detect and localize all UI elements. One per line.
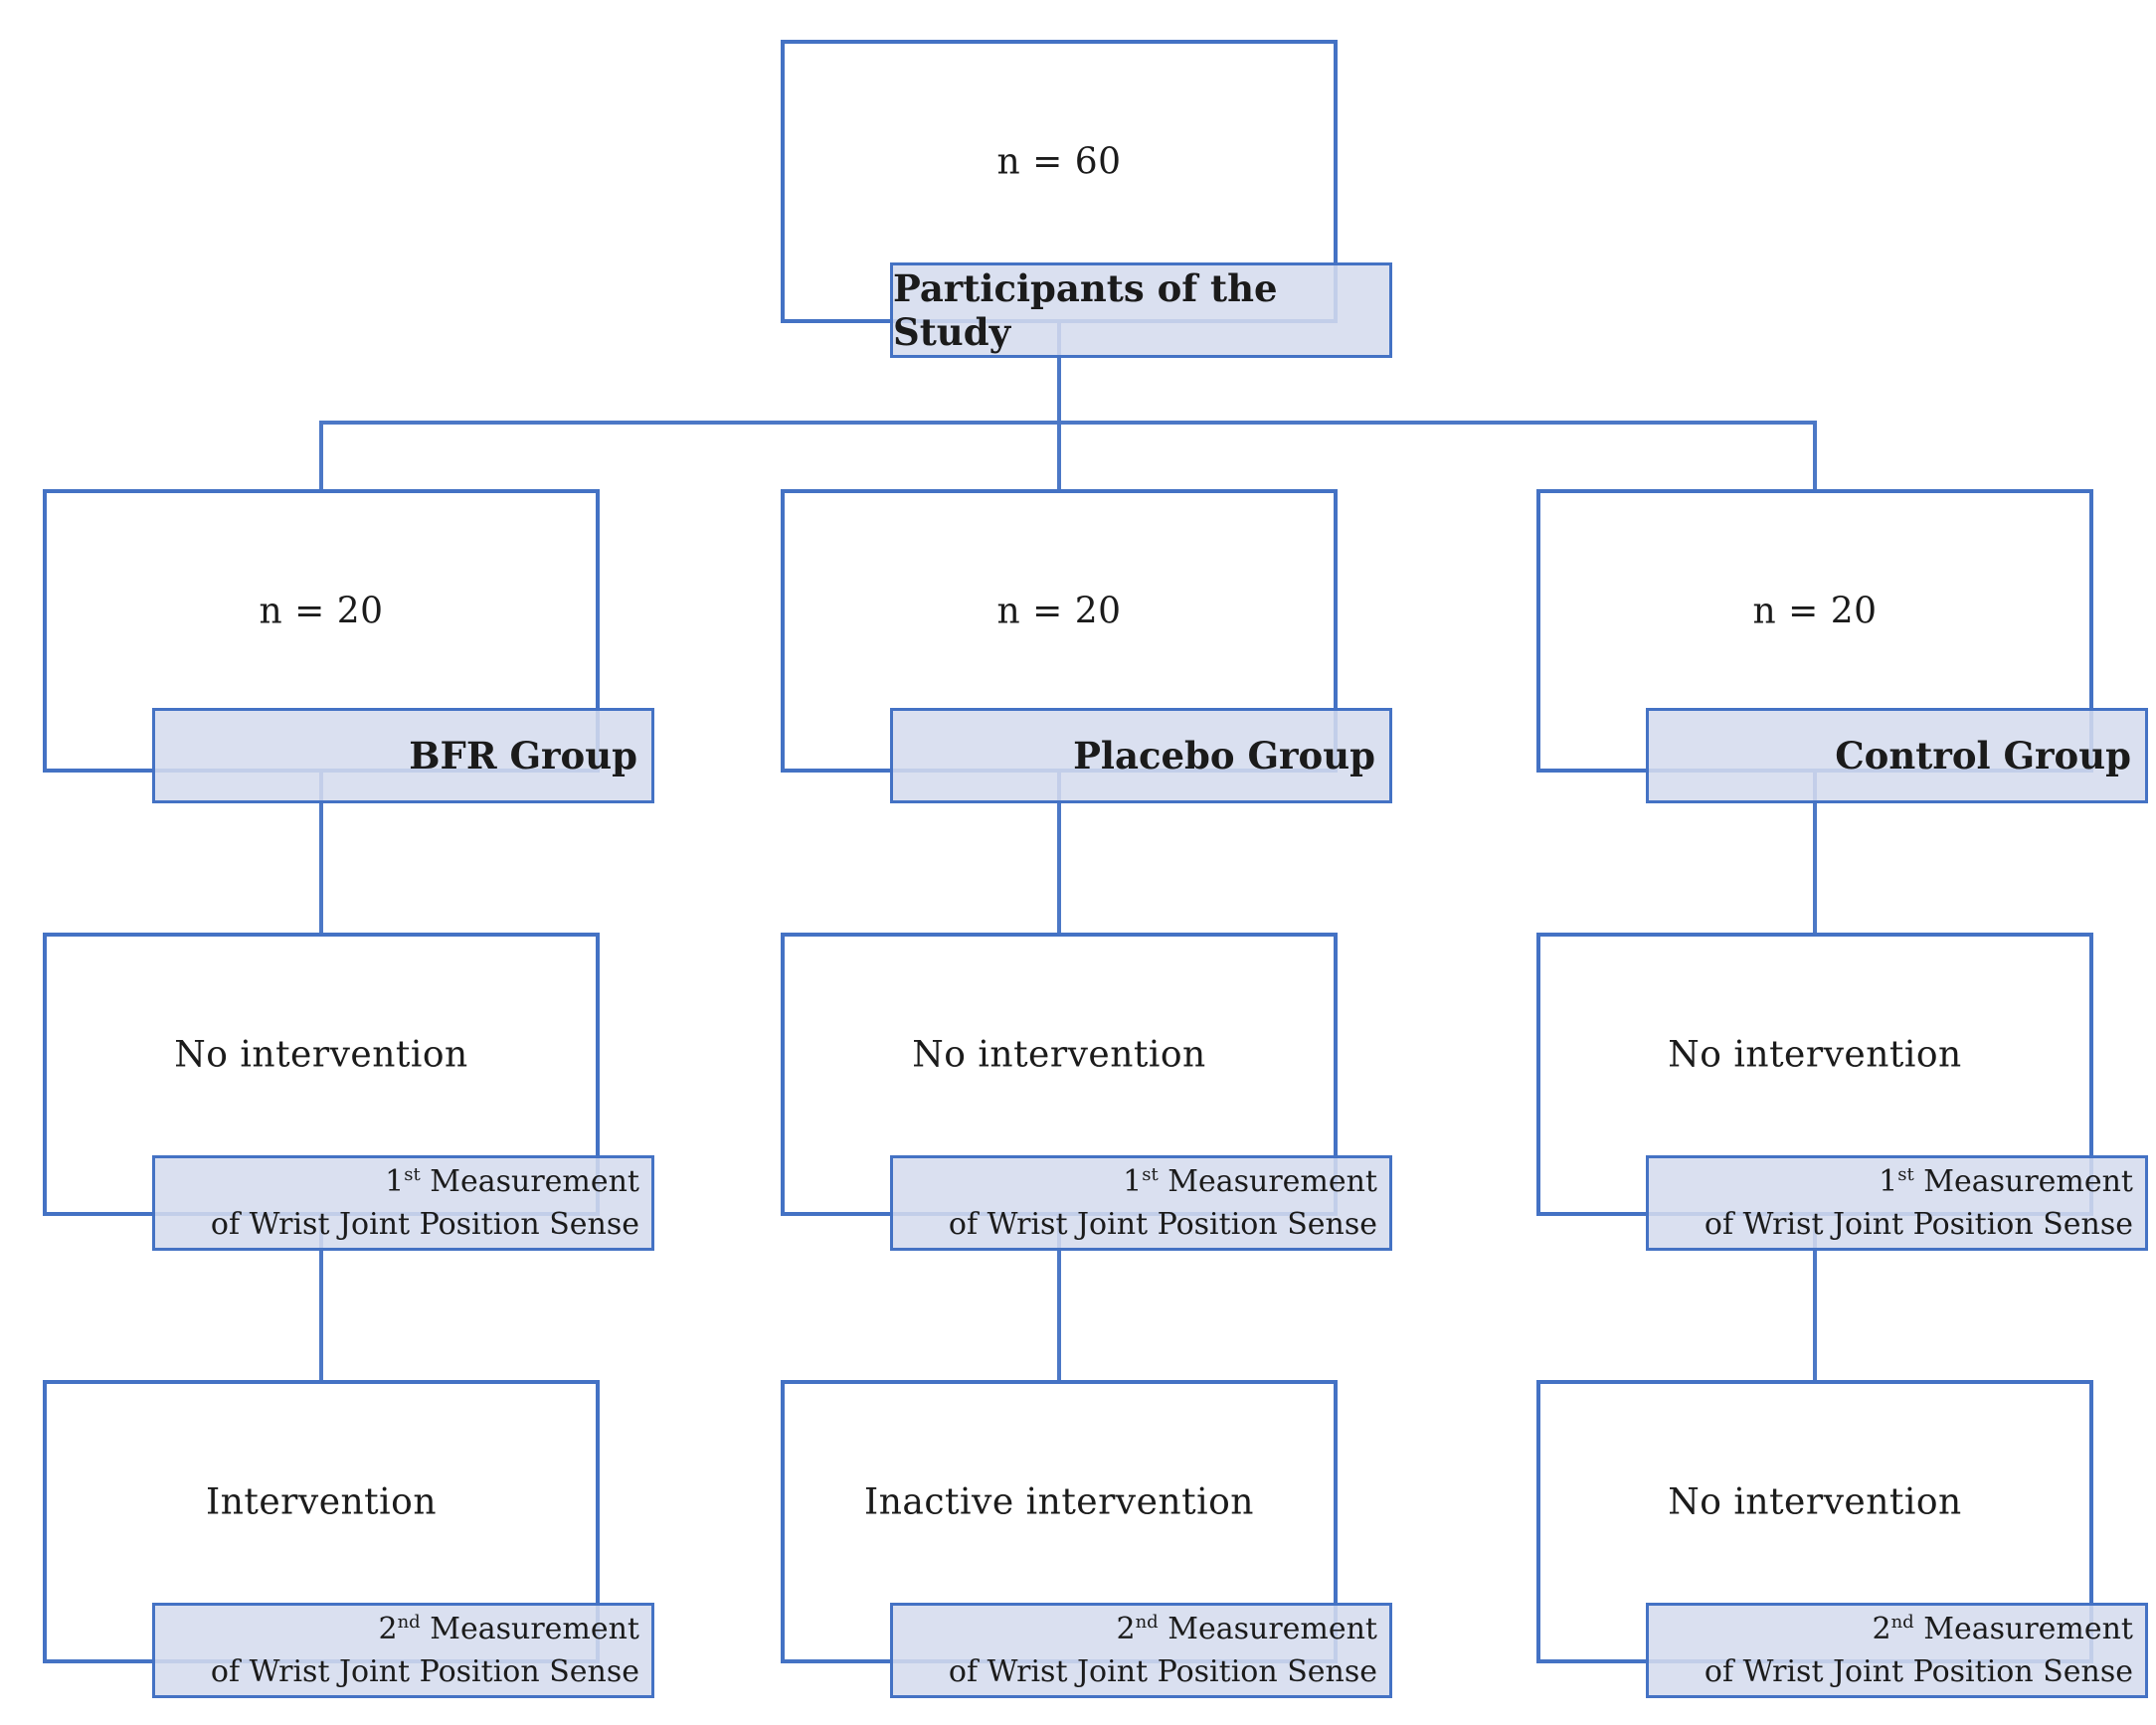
column-control-group: n = 20 Control Group No intervention 1st… (1536, 0, 2148, 1725)
measurement-label: 2nd Measurement of Wrist Joint Position … (1649, 1608, 2145, 1693)
measurement-label: 1st Measurement of Wrist Joint Position … (155, 1160, 651, 1246)
stage-label: No intervention (1668, 1034, 1962, 1076)
count-label: n = 20 (996, 591, 1122, 632)
column-bfr-group: n = 20 BFR Group No intervention 1st Mea… (43, 0, 654, 1725)
control-group-title-box: Control Group (1646, 708, 2148, 803)
branch-connector-line (319, 421, 1817, 425)
measurement-line2: of Wrist Joint Position Sense (948, 1207, 1377, 1242)
bfr-measurement2-box: 2nd Measurement of Wrist Joint Position … (152, 1603, 654, 1698)
connector-line (319, 1216, 323, 1384)
measurement-line1: 2nd Measurement (1872, 1612, 2133, 1646)
measurement-line1: 1st Measurement (385, 1164, 639, 1199)
group-title-label: Placebo Group (1073, 734, 1375, 777)
stage-label: Inactive intervention (864, 1481, 1254, 1523)
connector-line (319, 421, 323, 495)
measurement-label: 2nd Measurement of Wrist Joint Position … (155, 1608, 651, 1693)
bfr-group-title-box: BFR Group (152, 708, 654, 803)
group-title-label: Control Group (1835, 734, 2131, 777)
count-label: n = 60 (996, 141, 1122, 183)
group-title-label: BFR Group (409, 734, 637, 777)
control-measurement2-box: 2nd Measurement of Wrist Joint Position … (1646, 1603, 2148, 1698)
stage-label: No intervention (1668, 1481, 1962, 1523)
column-placebo-group: n = 60 Participants of the Study n = 20 … (781, 0, 1392, 1725)
measurement-line1: 2nd Measurement (378, 1612, 639, 1646)
measurement-line1: 1st Measurement (1879, 1164, 2133, 1199)
measurement-line2: of Wrist Joint Position Sense (1704, 1654, 2133, 1689)
root-title-label: Participants of the Study (893, 266, 1278, 354)
root-title-box: Participants of the Study (890, 262, 1392, 358)
connector-line (1813, 1216, 1817, 1384)
control-measurement1-box: 1st Measurement of Wrist Joint Position … (1646, 1155, 2148, 1251)
connector-line (1813, 421, 1817, 495)
placebo-group-title-box: Placebo Group (890, 708, 1392, 803)
count-label: n = 20 (1752, 591, 1878, 632)
stage-label: No intervention (912, 1034, 1206, 1076)
stage-label: Intervention (205, 1481, 438, 1523)
count-label: n = 20 (259, 591, 384, 632)
measurement-label: 1st Measurement of Wrist Joint Position … (1649, 1160, 2145, 1246)
bfr-measurement1-box: 1st Measurement of Wrist Joint Position … (152, 1155, 654, 1251)
connector-line (1057, 323, 1061, 495)
connector-line (1057, 773, 1061, 937)
connector-line (1813, 773, 1817, 937)
connector-line (1057, 1216, 1061, 1384)
placebo-measurement2-box: 2nd Measurement of Wrist Joint Position … (890, 1603, 1392, 1698)
measurement-line2: of Wrist Joint Position Sense (210, 1207, 639, 1242)
measurement-line1: 1st Measurement (1123, 1164, 1377, 1199)
measurement-label: 1st Measurement of Wrist Joint Position … (893, 1160, 1389, 1246)
measurement-line2: of Wrist Joint Position Sense (1704, 1207, 2133, 1242)
measurement-line1: 2nd Measurement (1116, 1612, 1377, 1646)
placebo-measurement1-box: 1st Measurement of Wrist Joint Position … (890, 1155, 1392, 1251)
measurement-line2: of Wrist Joint Position Sense (948, 1654, 1377, 1689)
connector-line (319, 773, 323, 937)
stage-label: No intervention (174, 1034, 468, 1076)
measurement-line2: of Wrist Joint Position Sense (210, 1654, 639, 1689)
measurement-label: 2nd Measurement of Wrist Joint Position … (893, 1608, 1389, 1693)
